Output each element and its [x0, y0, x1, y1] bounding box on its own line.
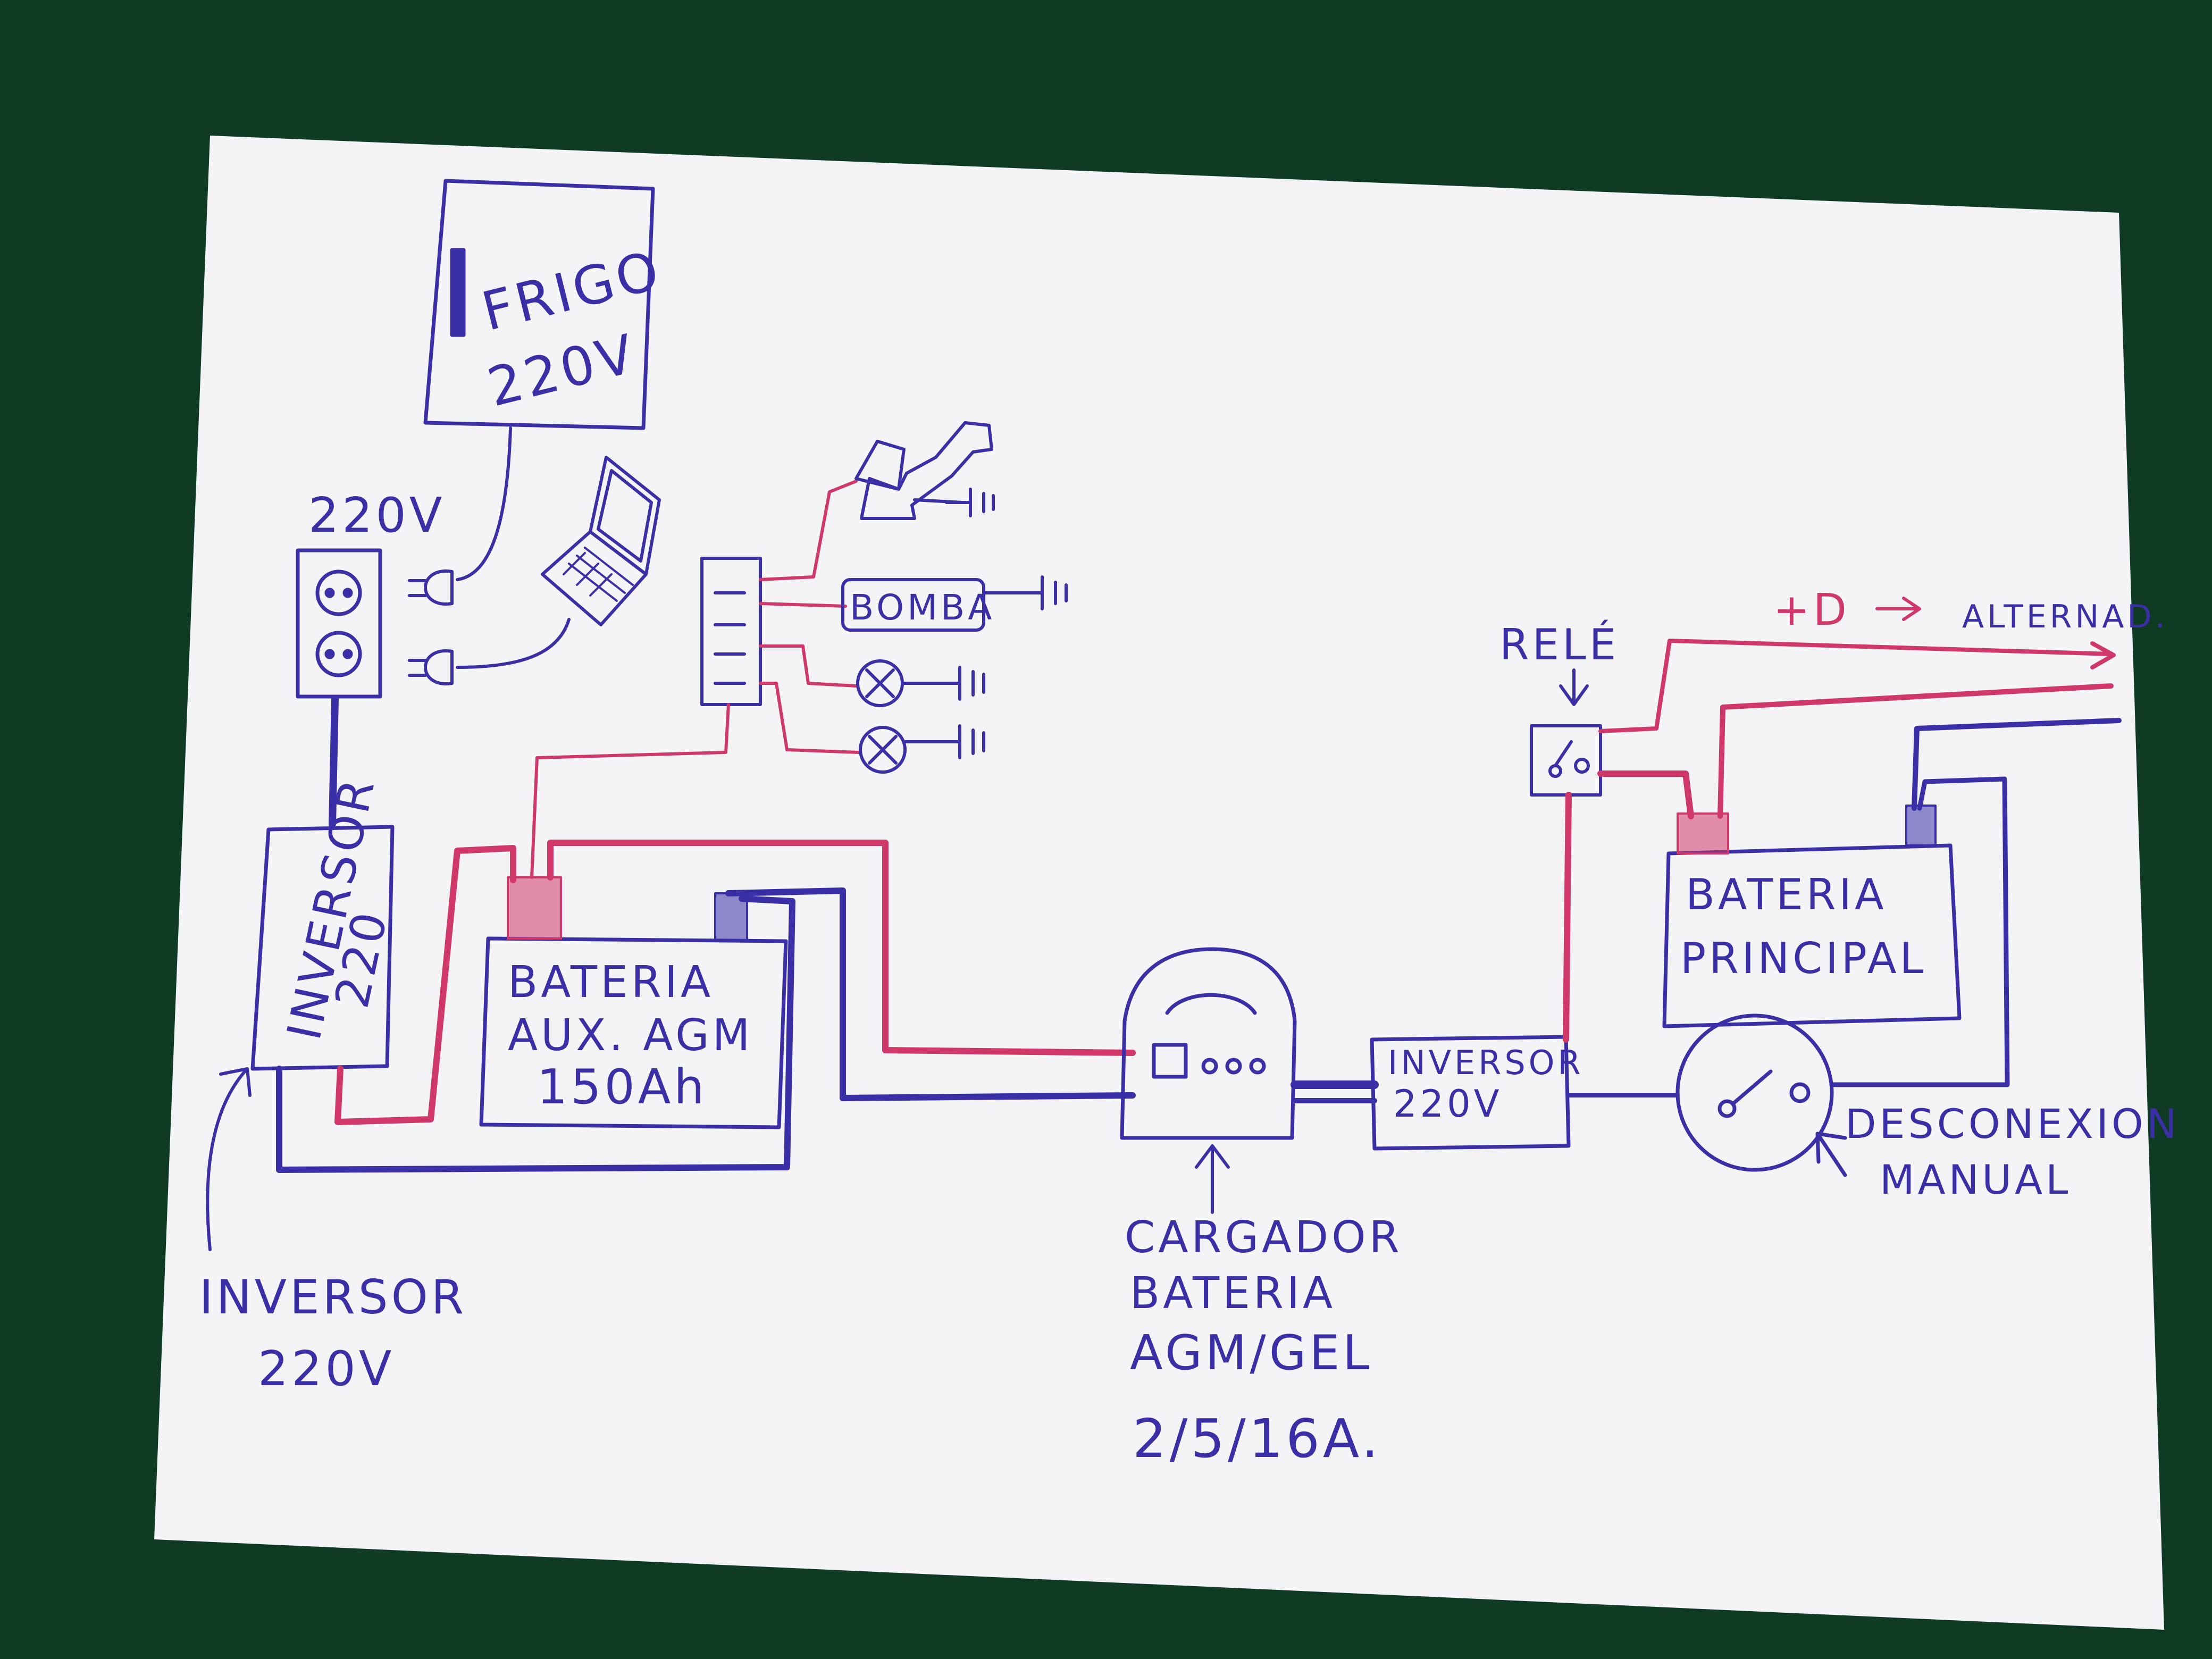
inverter-note-arrow: [206, 1067, 252, 1251]
relay-label: RELÉ: [1499, 619, 1619, 669]
alternator-signal-cable: [1598, 639, 2116, 733]
charger-label-2: BATERIA: [1130, 1268, 1336, 1319]
battery-main-label-2: PRINCIPAL: [1680, 934, 1926, 983]
laptop-cable: [456, 618, 571, 669]
plus-d-label: +D: [1773, 585, 1850, 635]
ground-symbol-icon: [982, 575, 1068, 610]
socket-to-inverter-cable: [329, 696, 339, 828]
disconnect-label-1: DESCONEXION: [1845, 1100, 2180, 1147]
alternator-label: ALTERNAD.: [1962, 598, 2168, 635]
inverter-note-label-2: 220V: [258, 1341, 395, 1397]
battery-to-charger-negative: [725, 887, 1136, 1101]
plus-d-arrow: [1875, 597, 1921, 621]
battery-aux-label-3: 150Ah: [537, 1059, 707, 1115]
alternator-main-cable: [1717, 683, 2114, 819]
disconnect-arrow: [1815, 1132, 1847, 1177]
charger-label-arrow: [1195, 1144, 1230, 1214]
fridge-cable: [456, 426, 512, 581]
ground-symbol-icon: [945, 488, 995, 517]
battery-charger-icon: [1120, 947, 1297, 1140]
inverter-right-label-1: INVERSOR: [1388, 1043, 1584, 1082]
battery-main-positive-terminal: [1677, 812, 1729, 854]
battery-aux-positive-terminal: [507, 876, 562, 940]
relay-to-inverter-cable: [1563, 792, 1572, 1043]
fuse-block-supply: [530, 703, 730, 879]
main-battery-negative-cable: [1829, 776, 2010, 1087]
charger-label-4: 2/5/16A.: [1133, 1407, 1381, 1470]
socket-voltage-label: 220V: [308, 488, 445, 543]
laptop-icon: [541, 456, 661, 626]
inverter-note-label-1: INVERSOR: [199, 1270, 467, 1325]
pump-label: BOMBA: [850, 587, 995, 628]
power-socket-icon: [296, 548, 382, 699]
battery-aux-box: [479, 936, 788, 1129]
inverter-right-box: [1370, 1035, 1571, 1151]
inverter-right-label-2: 220V: [1393, 1082, 1503, 1126]
inverter-left-box: [250, 825, 395, 1071]
relay-to-main-battery: [1597, 770, 1694, 819]
lamp-icon: [856, 659, 907, 774]
fuse-block-feeds: [759, 480, 860, 754]
switch-icon: [1675, 1013, 1834, 1172]
plug-icon: [408, 569, 454, 685]
fuse-block-icon: [700, 557, 762, 706]
main-battery-chassis-cable: [1912, 718, 2122, 811]
disconnect-label-2: MANUAL: [1880, 1156, 2071, 1203]
battery-aux-label-1: BATERIA: [508, 957, 714, 1008]
ground-symbol-icon: [901, 666, 985, 759]
charger-label-3: AGM/GEL: [1130, 1325, 1372, 1381]
battery-main-negative-terminal: [1905, 805, 1937, 847]
inverter-positive-cable: [334, 845, 516, 1125]
fridge-icon: [423, 179, 655, 430]
battery-aux-label-2: AUX. AGM: [508, 1010, 753, 1061]
inverter-negative-cable: [276, 895, 795, 1173]
pump-box: [841, 578, 985, 632]
battery-to-charger-positive: [547, 840, 1136, 1056]
charger-label-1: CARGADOR: [1125, 1212, 1403, 1263]
battery-main-label-1: BATERIA: [1686, 870, 1887, 919]
battery-main-box: [1662, 843, 1962, 1028]
relay-arrow: [1559, 668, 1589, 706]
